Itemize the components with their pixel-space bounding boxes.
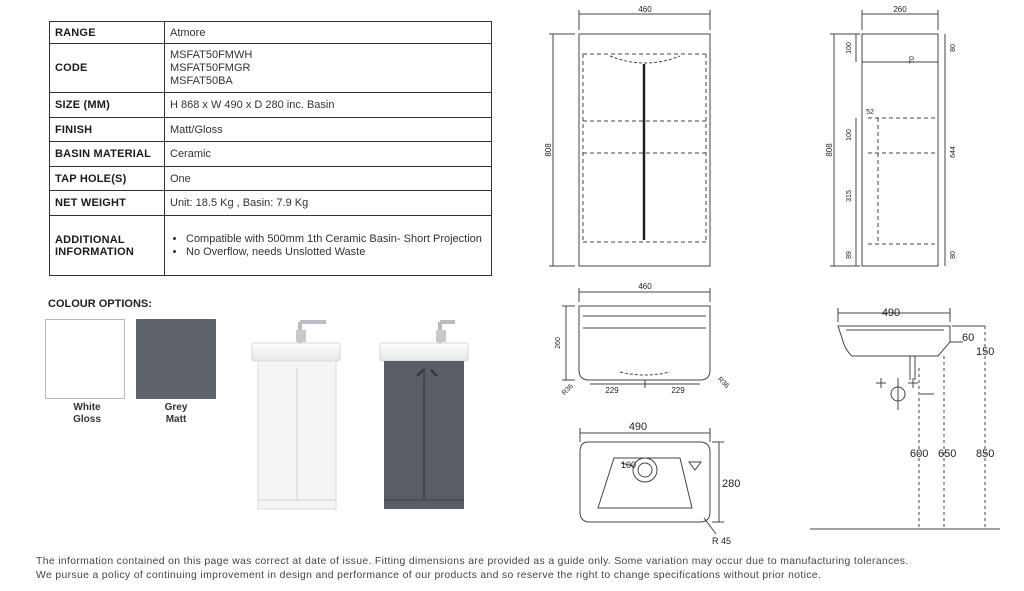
basin-side-dim-650: 650 <box>938 448 956 460</box>
side-depth-dim: 260 <box>893 5 907 14</box>
code-value: MSFAT50FMGR <box>170 61 251 74</box>
side-dim-100-top: 100 <box>846 42 853 54</box>
spec-value: Unit: 18.5 Kg , Basin: 7.9 Kg <box>164 190 492 216</box>
spec-row-additional: ADDITIONAL INFORMATION Compatible with 5… <box>49 215 492 276</box>
side-dim-644: 644 <box>950 146 957 158</box>
side-dim-52: 52 <box>866 109 874 116</box>
plan-width-dim: 460 <box>638 282 652 291</box>
basin-top-view-drawing <box>579 428 724 535</box>
code-value: MSFAT50BA <box>170 74 233 87</box>
swatch-label-line: Grey <box>164 402 188 413</box>
side-dim-89: 89 <box>846 251 853 259</box>
white-gloss-label: White Gloss <box>47 402 127 426</box>
additional-info-list: Compatible with 500mm 1th Ceramic Basin-… <box>186 233 486 259</box>
spec-value: MSFAT50FMWH MSFAT50FMGR MSFAT50BA <box>164 43 492 93</box>
grey-matt-label: Grey Matt <box>136 402 216 426</box>
swatch-label-line: Matt <box>165 414 187 425</box>
grey-matt-swatch <box>136 319 216 399</box>
colour-options-title: COLOUR OPTIONS: <box>48 298 152 310</box>
spec-row-finish: FINISH Matt/Gloss <box>49 117 492 142</box>
basin-side-width-dim: 490 <box>882 307 900 319</box>
side-dim-80-bottom: 80 <box>950 251 957 259</box>
footer-line: We pursue a policy of continuing improve… <box>36 569 822 581</box>
spec-row-tap-holes: TAP HOLE(S) One <box>49 166 492 191</box>
side-dim-315: 315 <box>846 190 853 202</box>
white-gloss-swatch <box>45 319 125 399</box>
spec-value: Compatible with 500mm 1th Ceramic Basin-… <box>164 215 492 276</box>
side-dim-80-top: 80 <box>950 44 957 52</box>
spec-label: TAP HOLE(S) <box>49 166 165 191</box>
list-item: Compatible with 500mm 1th Ceramic Basin-… <box>186 233 486 246</box>
footer-disclaimer: The information contained on this page w… <box>36 555 909 582</box>
basin-side-dim-150: 150 <box>976 346 994 358</box>
spec-label-line: INFORMATION <box>55 245 134 258</box>
spec-label: FINISH <box>49 117 165 142</box>
spec-value: H 868 x W 490 x D 280 inc. Basin <box>164 92 492 118</box>
spec-row-net-weight: NET WEIGHT Unit: 18.5 Kg , Basin: 7.9 Kg <box>49 190 492 216</box>
footer-line: The information contained on this page w… <box>36 556 909 567</box>
side-height-dim: 808 <box>825 143 834 157</box>
spec-label: ADDITIONAL INFORMATION <box>49 215 165 276</box>
spec-row-basin-material: BASIN MATERIAL Ceramic <box>49 141 492 167</box>
plan-radius-right: R36 <box>716 376 730 390</box>
grey-matt-product-image <box>379 320 469 509</box>
plan-half-left: 229 <box>605 386 619 395</box>
front-elevation-drawing <box>549 10 711 267</box>
basin-top-radius-dim: R 45 <box>712 536 731 546</box>
side-dim-100-mid: 100 <box>846 129 853 141</box>
spec-row-size: SIZE (MM) H 868 x W 490 x D 280 inc. Bas… <box>49 92 492 118</box>
spec-label: SIZE (MM) <box>49 92 165 118</box>
basin-top-width-dim: 490 <box>629 421 647 433</box>
swatch-label-line: White <box>73 402 101 413</box>
basin-side-view-drawing <box>810 308 1000 530</box>
white-gloss-product-image <box>251 320 341 510</box>
plan-depth-dim: 260 <box>555 337 562 349</box>
plan-view-drawing <box>562 288 711 388</box>
list-item: No Overflow, needs Unslotted Waste <box>186 246 486 259</box>
basin-side-dim-600: 600 <box>910 448 928 460</box>
spec-table: RANGE Atmore CODE MSFAT50FMWH MSFAT50FMG… <box>49 21 492 276</box>
code-value: MSFAT50FMWH <box>170 48 253 61</box>
basin-top-depth-dim: 280 <box>722 478 740 490</box>
spec-value: Matt/Gloss <box>164 117 492 142</box>
spec-label: NET WEIGHT <box>49 190 165 216</box>
side-elevation-drawing <box>830 10 946 267</box>
swatch-label-line: Gloss <box>73 414 101 425</box>
front-width-dim: 460 <box>638 5 652 14</box>
basin-side-dim-850: 850 <box>976 448 994 460</box>
spec-label-line: ADDITIONAL <box>55 233 125 246</box>
front-height-dim: 808 <box>544 143 553 157</box>
basin-side-dim-60: 60 <box>962 332 974 344</box>
basin-top-hole-dim: 100 <box>621 460 636 470</box>
plan-half-right: 229 <box>671 386 685 395</box>
spec-row-code: CODE MSFAT50FMWH MSFAT50FMGR MSFAT50BA <box>49 43 492 93</box>
side-dim-70: 70 <box>909 56 916 64</box>
spec-value: One <box>164 166 492 191</box>
plan-radius-left: R36 <box>561 383 575 397</box>
